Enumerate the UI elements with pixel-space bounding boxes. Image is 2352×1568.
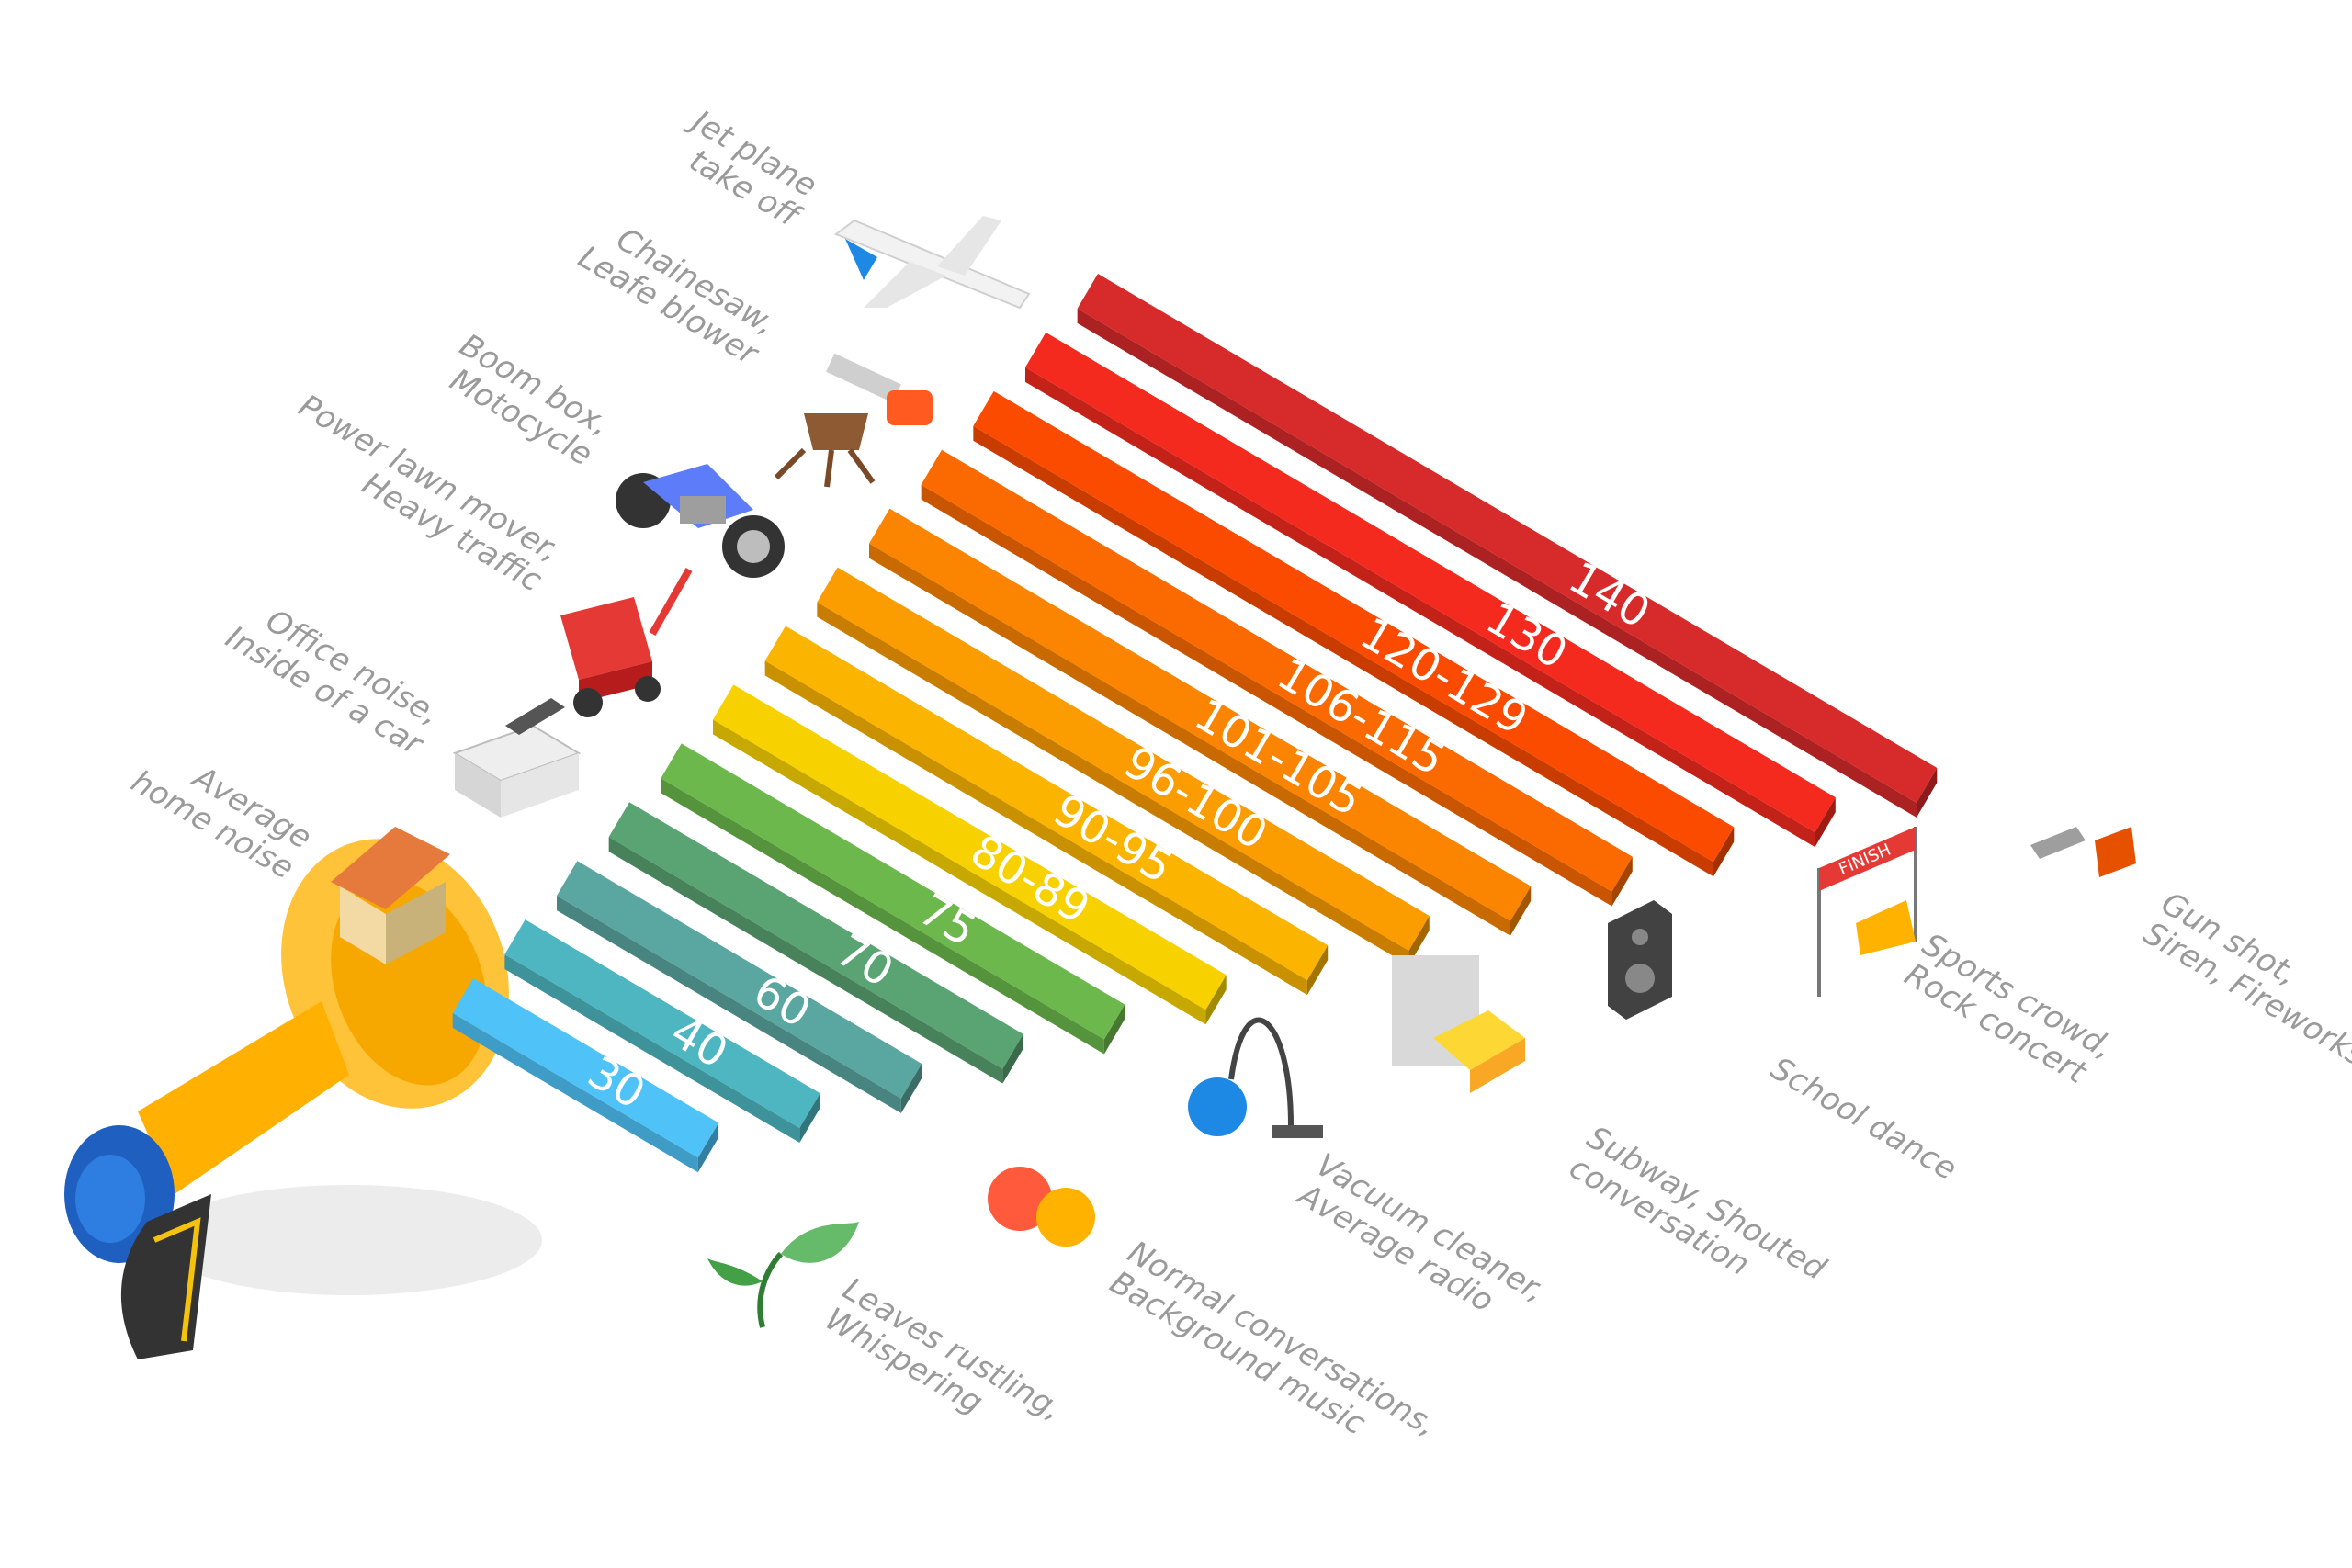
speaker-icon <box>1608 900 1672 1020</box>
source-left-2-label: Boom box,Motocycle <box>435 327 616 474</box>
source-left-0-label: Jet planetake off <box>663 100 825 236</box>
vacuum-cleaner-icon <box>1188 1017 1323 1138</box>
source-right-3-label: Subway, Shoutedconversation <box>1563 1119 1832 1318</box>
subway-train-icon <box>1392 955 1525 1093</box>
source-right-5-label: Sports crowd,Rock concert <box>1898 926 2120 1097</box>
source-right-1-label: Normal conversations,Background music <box>1103 1234 1442 1473</box>
source-left-1-label: Chainesaw,Leafe blower <box>572 209 784 373</box>
house-icon <box>331 827 450 964</box>
leaf-icon <box>707 1222 859 1328</box>
level-bar-30: 30 <box>452 978 719 1173</box>
level-bar-101-105: 101-105 <box>869 508 1532 936</box>
chainsaw-icon <box>774 353 933 488</box>
printer-icon <box>452 698 582 818</box>
source-right-4-label: School dance <box>1764 1050 1962 1188</box>
source-left-4-label: Office noise,Inside of a car <box>220 589 448 763</box>
finish-label: FINISH <box>1836 840 1894 880</box>
source-left-5-label: Averagehome noise <box>125 733 318 887</box>
jet-plane-icon <box>833 216 1031 310</box>
source-right-0-label: Leaves rustling,Whispering <box>819 1270 1069 1458</box>
level-bar-40: 40 <box>504 919 820 1144</box>
megaphone-icon <box>64 839 542 1359</box>
lawn-mower-icon <box>560 568 693 717</box>
finish-banner-icon: FINISH <box>1817 827 1917 997</box>
source-right-6-label: Gun shot,Siren, Fireworks <box>2137 885 2352 1074</box>
noise-level-bars: 140130120-129106-115101-10596-10090-9580… <box>452 274 1938 1173</box>
source-right-2-label: Vacuum cleaner,Average radio <box>1290 1145 1551 1339</box>
gun-icon <box>2030 827 2136 877</box>
motorcycle-icon <box>616 464 785 578</box>
speech-bubbles-icon <box>988 1167 1095 1247</box>
level-bar-106-115: 106-115 <box>921 449 1633 907</box>
